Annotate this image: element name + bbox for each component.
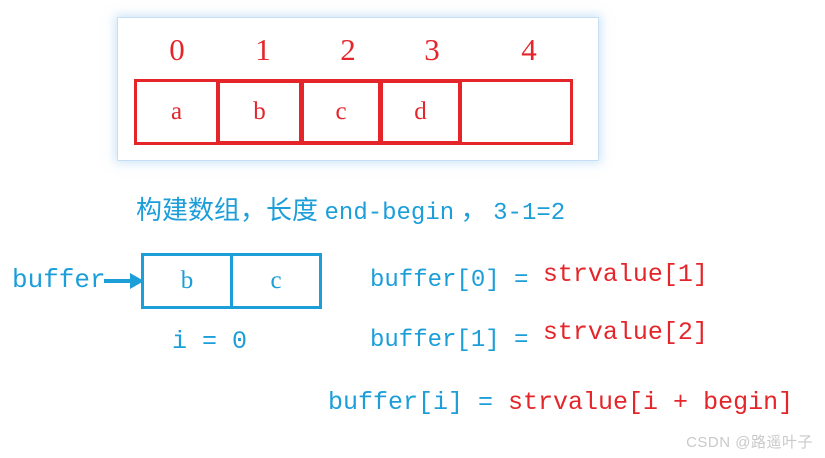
assignment-formula: buffer[1] = strvalue[2] [370,318,708,354]
general-assignment-formula: buffer[i] = strvalue[i + begin] [328,388,793,417]
buffer-cell: b [141,253,233,309]
array-cell: d [379,79,462,145]
formula-rhs: strvalue[i + begin] [508,388,794,417]
array-index-label: 4 [521,32,537,67]
array-index-label: 0 [169,32,185,67]
watermark: CSDN @路遥叶子 [686,434,813,451]
array-index-label: 3 [424,32,440,67]
formula-lhs: buffer[1] = [370,327,543,354]
buffer-cell: c [230,253,322,309]
formula-lhs: buffer[0] = [370,267,543,294]
array-cells-row: a b c d [134,79,573,145]
caption-chinese-prefix: 构建数组，长度 [136,196,325,225]
array-diagram-panel: 0 1 2 3 4 a b c d [118,18,598,160]
array-index-label: 1 [255,32,271,67]
formula-rhs: strvalue[2] [542,318,708,347]
buffer-cells-row: b c [141,253,322,309]
buffer-label: buffer [12,265,106,295]
array-index-row: 0 1 2 3 4 [134,26,584,74]
formula-rhs: strvalue[1] [542,260,708,289]
caption-expression: end-begin [324,200,455,227]
loop-index-note: i = 0 [172,327,248,356]
array-cell: c [300,79,382,145]
caption-text: 构建数组，长度 end-begin ， 3-1=2 [136,190,565,227]
array-index-label: 2 [340,32,356,67]
array-cell: b [216,79,303,145]
formula-lhs: buffer[i] = [328,388,509,417]
array-cell: a [134,79,219,145]
caption-computation: 3-1=2 [493,200,566,227]
caption-separator: ， [454,196,494,225]
right-arrow-icon [104,273,144,289]
array-cell [459,79,573,145]
assignment-formula: buffer[0] = strvalue[1] [370,260,708,294]
